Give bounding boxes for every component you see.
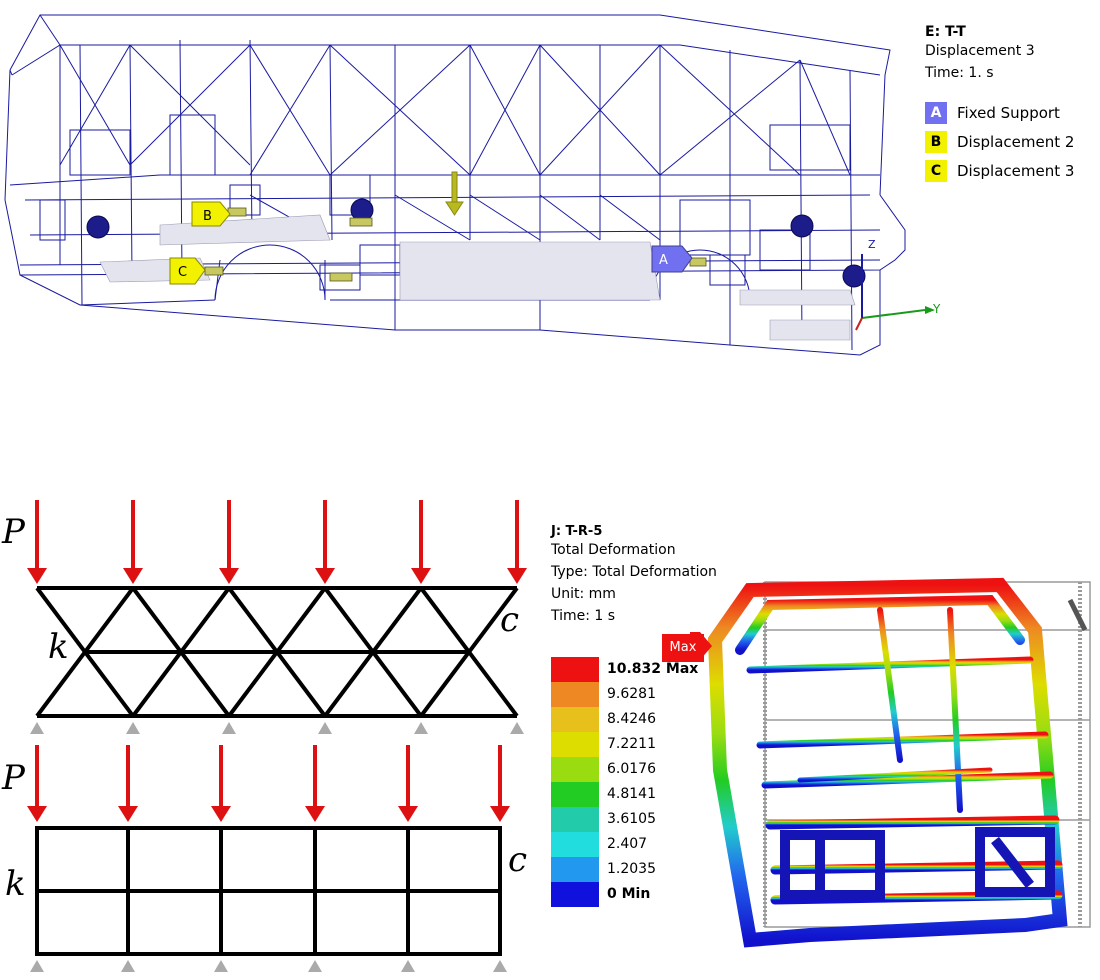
scale-label: 3.6105	[607, 811, 656, 827]
truss-diagonal	[131, 586, 231, 718]
color-swatch	[551, 857, 599, 882]
color-swatch	[551, 732, 599, 757]
support-triangle	[308, 960, 322, 972]
c-label-bottom: c	[508, 840, 528, 880]
support-triangle	[222, 722, 236, 734]
load-label-top: P	[2, 512, 25, 552]
scale-label: 2.407	[607, 836, 648, 852]
legend-item-c[interactable]: C Displacement 3	[925, 156, 1074, 185]
truss-diagonal	[35, 586, 135, 718]
support-triangle	[30, 960, 44, 972]
support-triangle	[126, 722, 140, 734]
body-outline	[4, 69, 906, 276]
roof-outline	[9, 14, 891, 196]
results-line4: Time: 1 s	[551, 608, 616, 624]
load-arrow-head	[398, 806, 418, 822]
top-panel-line2: Time: 1. s	[925, 65, 994, 81]
tag-b[interactable]: B	[191, 201, 231, 227]
c-label-top: c	[500, 600, 520, 640]
load-arrow-head	[305, 806, 325, 822]
load-arrow-head	[490, 806, 510, 822]
load-arrow-head	[27, 568, 47, 584]
load-arrow-head	[118, 806, 138, 822]
color-swatch	[551, 782, 599, 807]
support-triangle	[318, 722, 332, 734]
max-tag-label: Max	[662, 634, 704, 662]
axis-y-label: Y	[932, 302, 941, 316]
load-arrow-head	[27, 806, 47, 822]
color-swatch	[551, 757, 599, 782]
legend-item-b[interactable]: B Displacement 2	[925, 127, 1074, 156]
k-label-top: k	[48, 627, 69, 667]
load-arrow-head	[123, 568, 143, 584]
truss-diagonal	[323, 586, 423, 718]
legend-label-b: Displacement 2	[957, 132, 1075, 151]
deformation-plot	[690, 577, 1091, 948]
displacement-arrow	[445, 171, 464, 216]
legend-label-c: Displacement 3	[957, 161, 1075, 180]
load-arrow-head	[211, 806, 231, 822]
scale-label: 9.6281	[607, 686, 656, 702]
top-panel-line1: Displacement 3	[925, 43, 1035, 59]
lower-blocks	[780, 827, 1055, 900]
color-swatch	[551, 657, 599, 682]
truss-diagonal	[227, 586, 327, 718]
results-line2: Type: Total Deformation	[551, 564, 717, 580]
legend-key-a: A	[925, 101, 947, 124]
support-triangle	[510, 722, 524, 734]
support-spheres	[86, 198, 866, 288]
top-panel-title: E: T-T	[925, 24, 966, 40]
truss-diagonal	[419, 586, 519, 718]
load-label-bottom: P	[2, 758, 25, 798]
support-triangle	[493, 960, 507, 972]
color-legend: 10.832 Max 9.6281 8.4246 7.2211 6.0176 4…	[551, 657, 698, 907]
tag-b-label: B	[203, 209, 212, 224]
scale-label-max: 10.832 Max	[607, 661, 699, 677]
tag-c-label: C	[178, 265, 187, 280]
color-swatch	[551, 682, 599, 707]
scale-label: 4.8141	[607, 786, 656, 802]
scale-label-min: 0 Min	[607, 886, 651, 902]
color-swatch	[551, 807, 599, 832]
results-line3: Unit: mm	[551, 586, 616, 602]
legend-key-c: C	[925, 159, 947, 182]
bus-frame-model: B C A Y Z	[4, 14, 941, 356]
color-swatch	[551, 882, 599, 907]
tag-c[interactable]: C	[169, 257, 206, 285]
support-triangle	[121, 960, 135, 972]
load-arrow-head	[411, 568, 431, 584]
load-arrow-head	[219, 568, 239, 584]
axis-triad: Y Z	[855, 238, 941, 331]
truss-diagrams	[27, 500, 527, 972]
axis-z-label: Z	[868, 238, 876, 251]
legend-item-a[interactable]: A Fixed Support	[925, 98, 1074, 127]
results-line1: Total Deformation	[551, 542, 676, 558]
tag-a-label: A	[659, 253, 668, 268]
legend-key-b: B	[925, 130, 947, 153]
support-triangle	[401, 960, 415, 972]
scale-label: 1.2035	[607, 861, 656, 877]
color-swatch	[551, 707, 599, 732]
color-swatch	[551, 832, 599, 857]
support-triangle	[214, 960, 228, 972]
top-info-panel: E: T-T Displacement 3 Time: 1. s A Fixed…	[925, 24, 1074, 185]
load-arrow-head	[315, 568, 335, 584]
k-label-bottom: k	[5, 864, 26, 904]
legend-label-a: Fixed Support	[957, 103, 1060, 122]
scale-label: 7.2211	[607, 736, 656, 752]
support-triangle	[414, 722, 428, 734]
scale-label: 6.0176	[607, 761, 656, 777]
results-info: J: T-R-5 Total Deformation Type: Total D…	[551, 524, 717, 627]
scale-label: 8.4246	[607, 711, 656, 727]
results-title: J: T-R-5	[551, 524, 603, 539]
load-arrow-head	[507, 568, 527, 584]
tag-a[interactable]: A	[651, 245, 693, 273]
support-triangle	[30, 722, 44, 734]
color-bar	[551, 657, 599, 907]
